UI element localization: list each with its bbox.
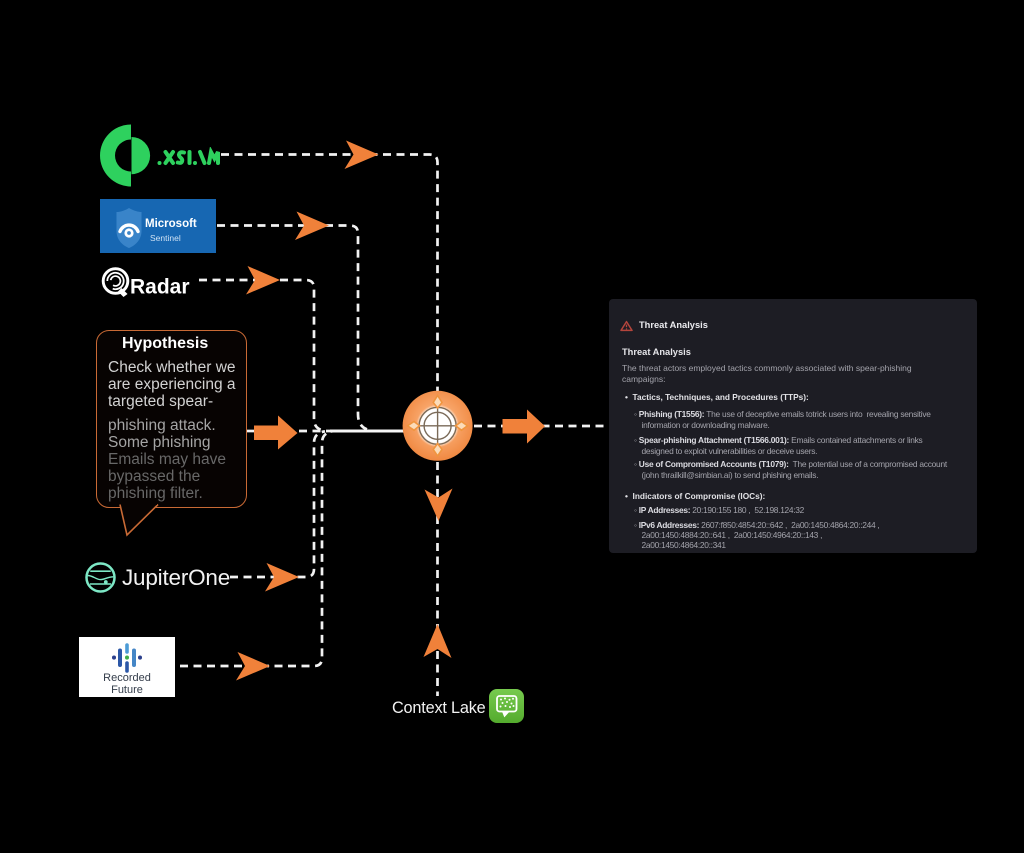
svg-text:Radar: Radar — [130, 276, 190, 299]
